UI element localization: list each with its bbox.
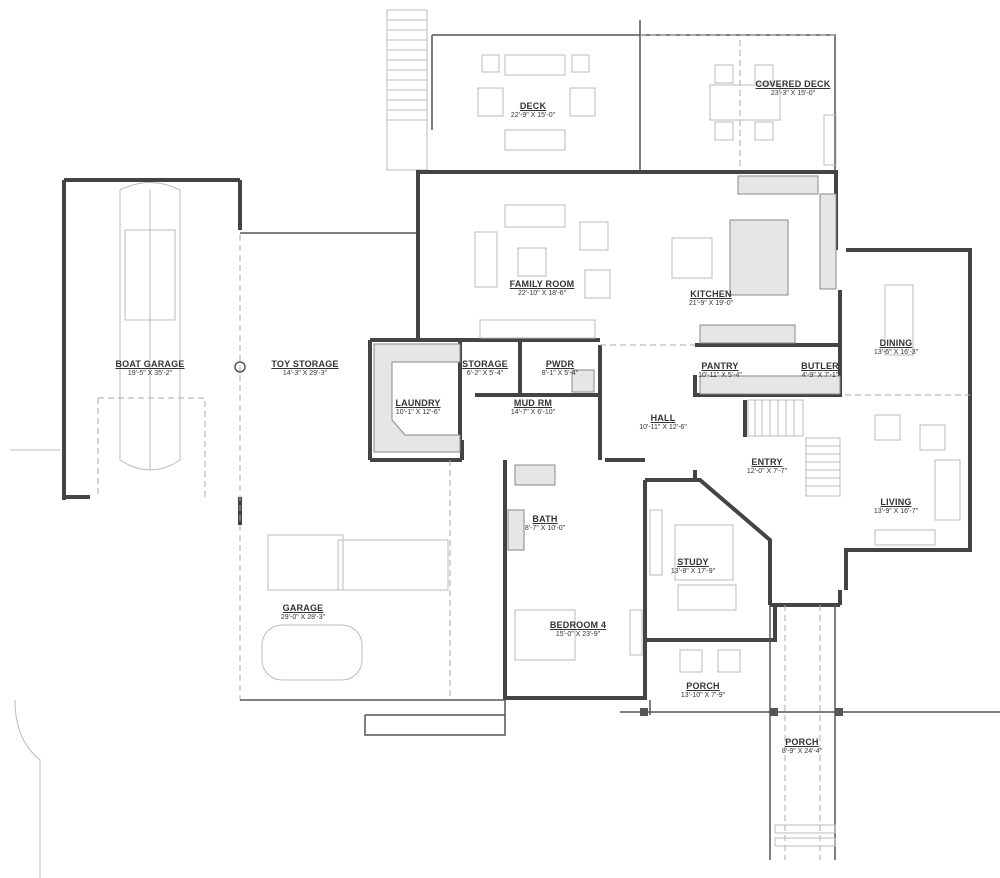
furniture [261, 204, 961, 681]
deck-area [386, 9, 837, 171]
garage-walls [10, 178, 416, 878]
stairs [747, 399, 841, 497]
cabinets [373, 175, 841, 551]
house-walls [240, 170, 1000, 860]
